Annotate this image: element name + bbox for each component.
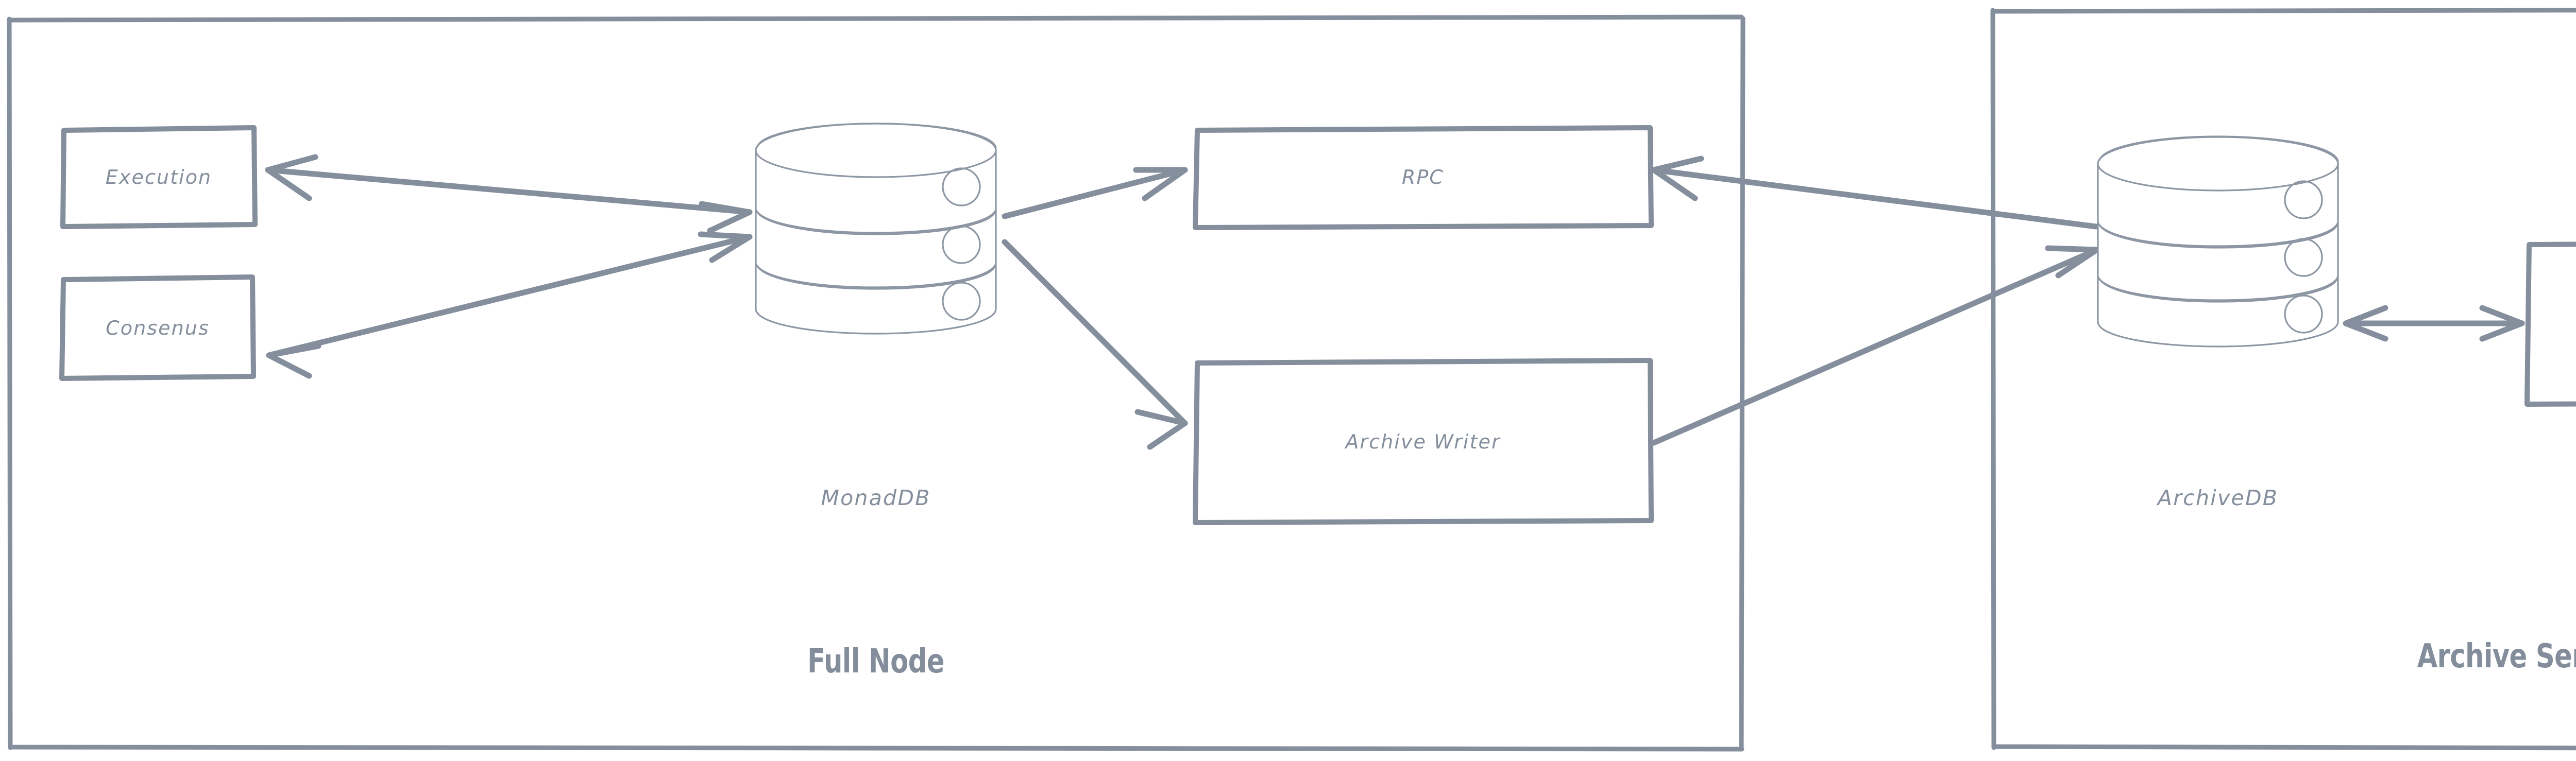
- node-indexer-shape[interactable]: [2524, 241, 2576, 407]
- connector-archivedb-rpc: [1651, 155, 2099, 230]
- connector-archivedb-indexer: [2343, 305, 2525, 342]
- zone-full-node-border: [7, 14, 1745, 752]
- zone-title-full-node: Full Node: [807, 643, 944, 681]
- node-label-execution: Execution: [105, 166, 212, 188]
- connector-monaddb-consensus: [266, 231, 753, 379]
- node-label-archive-writer: Archive Writer: [1345, 430, 1501, 453]
- node-label-archivedb: ArchiveDB: [2157, 486, 2279, 510]
- zone-title-archive-server: Archive Server: [2417, 637, 2576, 676]
- connector-monaddb-rpc: [1002, 167, 1188, 219]
- connector-archive-writer-archivedb: [1651, 245, 2100, 446]
- node-label-consensus: Consenus: [106, 317, 210, 339]
- connector-monaddb-execution: [265, 154, 753, 234]
- node-label-rpc: RPC: [1401, 166, 1445, 188]
- node-monaddb-shape[interactable]: [755, 123, 997, 335]
- connector-monaddb-archive-writer: [1002, 239, 1188, 450]
- node-archivedb-shape[interactable]: [2097, 135, 2339, 348]
- node-label-monaddb: MonadDB: [821, 486, 931, 510]
